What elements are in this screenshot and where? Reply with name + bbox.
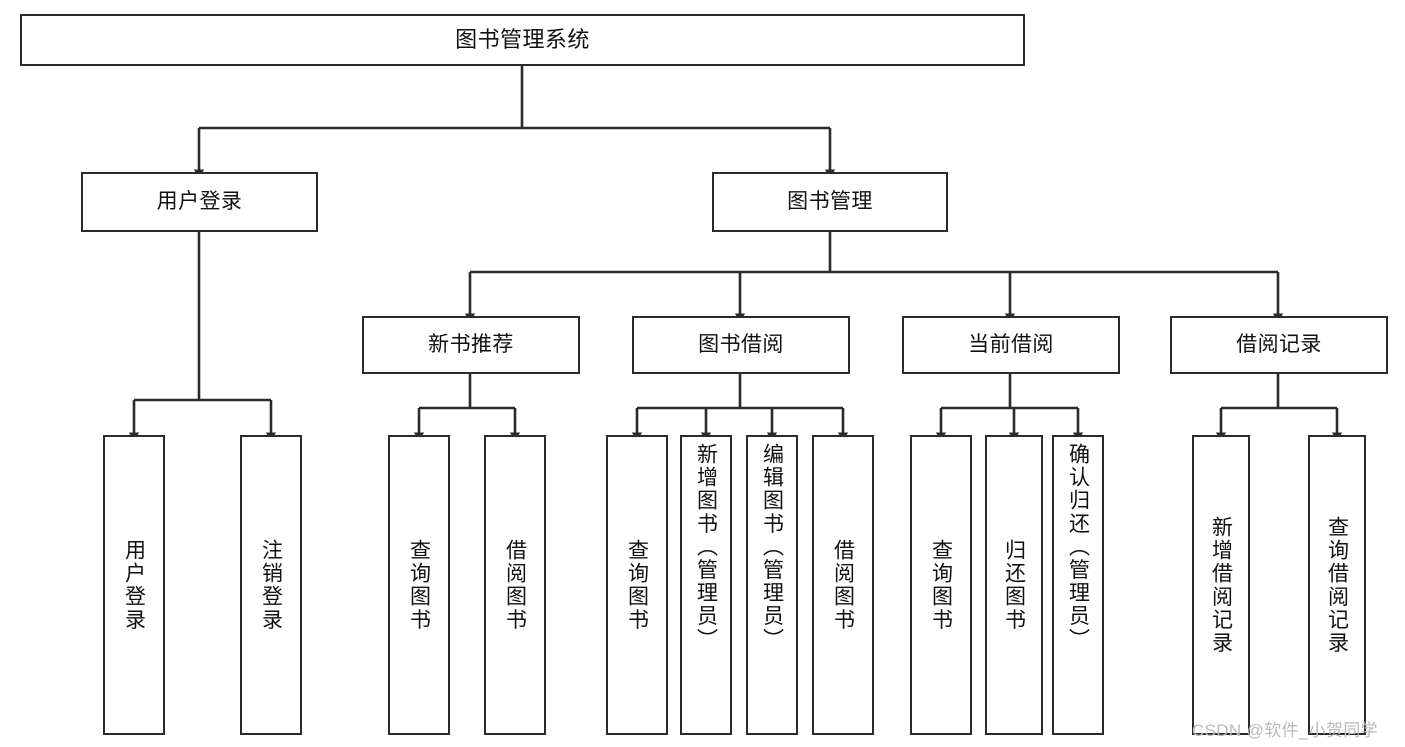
node-label: 编辑图书（管理员） (760, 443, 784, 651)
node-label: 借阅记录 (1236, 332, 1322, 356)
node-label: 新书推荐 (428, 332, 514, 356)
node-label: 新增借阅记录 (1209, 515, 1233, 655)
leaf-borrow-book-2[interactable]: 借阅图书 (812, 435, 874, 735)
leaf-return-book[interactable]: 归还图书 (985, 435, 1043, 735)
leaf-user-login[interactable]: 用户登录 (103, 435, 165, 735)
csdn-watermark: CSDN @软件_小贺同学 (1192, 721, 1379, 740)
node-root[interactable]: 图书管理系统 (20, 14, 1025, 66)
leaf-user-logout[interactable]: 注销登录 (240, 435, 302, 735)
node-label: 图书借阅 (698, 332, 784, 356)
node-label: 确认归还（管理员） (1066, 443, 1090, 651)
node-label: 当前借阅 (968, 332, 1054, 356)
node-label: 新增图书（管理员） (694, 443, 718, 651)
node-label: 查询图书 (407, 538, 431, 632)
leaf-add-book[interactable]: 新增图书（管理员） (680, 435, 732, 735)
node-label: 归还图书 (1002, 538, 1026, 632)
leaf-confirm-return[interactable]: 确认归还（管理员） (1052, 435, 1104, 735)
node-label: 用户登录 (156, 189, 243, 213)
node-user-login[interactable]: 用户登录 (81, 172, 318, 232)
node-label: 查询借阅记录 (1325, 515, 1349, 655)
node-label: 图书管理 (787, 189, 873, 213)
leaf-query-book-2[interactable]: 查询图书 (606, 435, 668, 735)
leaf-query-book-3[interactable]: 查询图书 (910, 435, 972, 735)
leaf-query-record[interactable]: 查询借阅记录 (1308, 435, 1366, 735)
node-label: 借阅图书 (503, 538, 527, 632)
node-book-borrow[interactable]: 图书借阅 (632, 316, 850, 374)
node-label: 图书管理系统 (455, 27, 590, 53)
node-current-borrow[interactable]: 当前借阅 (902, 316, 1120, 374)
leaf-borrow-book-1[interactable]: 借阅图书 (484, 435, 546, 735)
leaf-add-record[interactable]: 新增借阅记录 (1192, 435, 1250, 735)
node-new-book-recommend[interactable]: 新书推荐 (362, 316, 580, 374)
node-borrow-record[interactable]: 借阅记录 (1170, 316, 1388, 374)
node-label: 用户登录 (122, 538, 146, 632)
node-label: 注销登录 (259, 538, 283, 632)
leaf-edit-book[interactable]: 编辑图书（管理员） (746, 435, 798, 735)
node-book-manage[interactable]: 图书管理 (712, 172, 948, 232)
node-label: 查询图书 (625, 538, 649, 632)
node-label: 查询图书 (929, 538, 953, 632)
leaf-query-book-1[interactable]: 查询图书 (388, 435, 450, 735)
node-label: 借阅图书 (831, 538, 855, 632)
